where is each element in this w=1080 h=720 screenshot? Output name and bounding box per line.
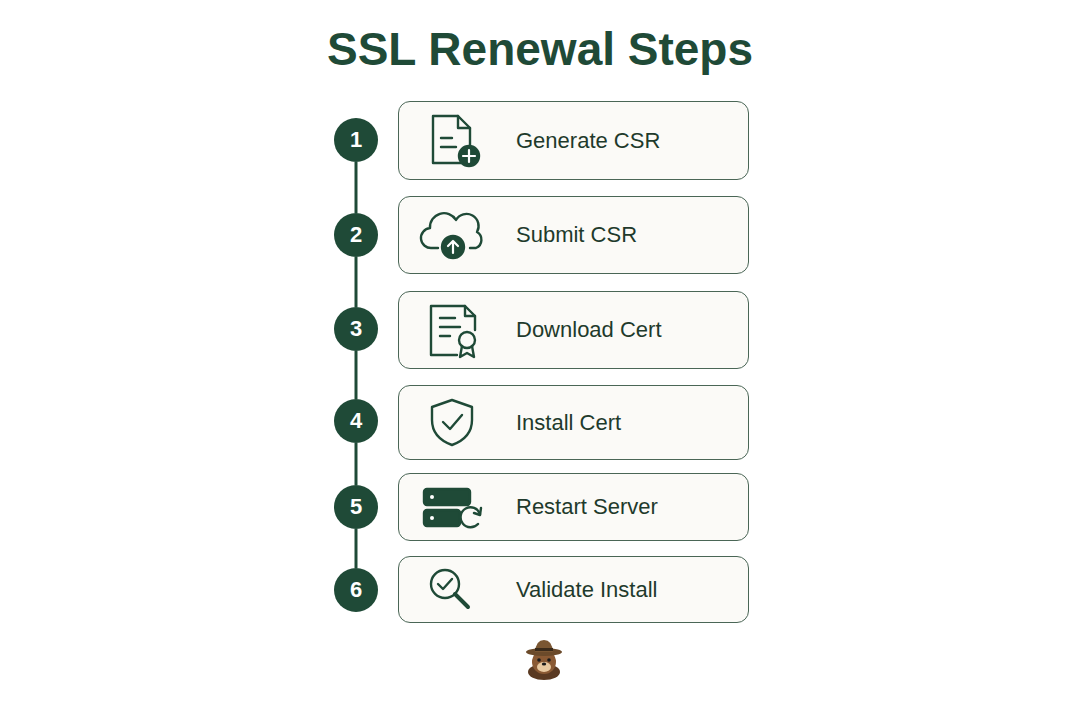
process-box: Install Cert	[398, 385, 749, 460]
step-number-circle: 1	[334, 118, 378, 162]
step-number-circle: 6	[334, 568, 378, 612]
step-label: Restart Server	[516, 494, 658, 520]
step-connector	[355, 162, 358, 213]
step-connector	[355, 443, 358, 485]
step-number: 2	[350, 222, 362, 248]
step-connector	[355, 529, 358, 568]
step-number-circle: 2	[334, 213, 378, 257]
process-box: Download Cert	[398, 291, 749, 369]
step-label: Validate Install	[516, 577, 657, 603]
process-box: Generate CSR	[398, 101, 749, 180]
step-label: Generate CSR	[516, 128, 660, 154]
step-label: Submit CSR	[516, 222, 637, 248]
process-box: Validate Install	[398, 556, 749, 623]
diagram-title: SSL Renewal Steps	[0, 22, 1080, 76]
step-number-circle: 3	[334, 307, 378, 351]
step-number: 6	[350, 577, 362, 603]
otter-logo	[526, 640, 562, 680]
step-connector	[355, 351, 358, 399]
step-number-circle: 4	[334, 399, 378, 443]
step-number: 1	[350, 127, 362, 153]
step-number: 5	[350, 494, 362, 520]
step-number: 3	[350, 316, 362, 342]
step-label: Download Cert	[516, 317, 662, 343]
step-label: Install Cert	[516, 410, 621, 436]
step-connector	[355, 257, 358, 307]
process-box: Restart Server	[398, 473, 749, 541]
process-box: Submit CSR	[398, 196, 749, 274]
step-number-circle: 5	[334, 485, 378, 529]
step-number: 4	[350, 408, 362, 434]
